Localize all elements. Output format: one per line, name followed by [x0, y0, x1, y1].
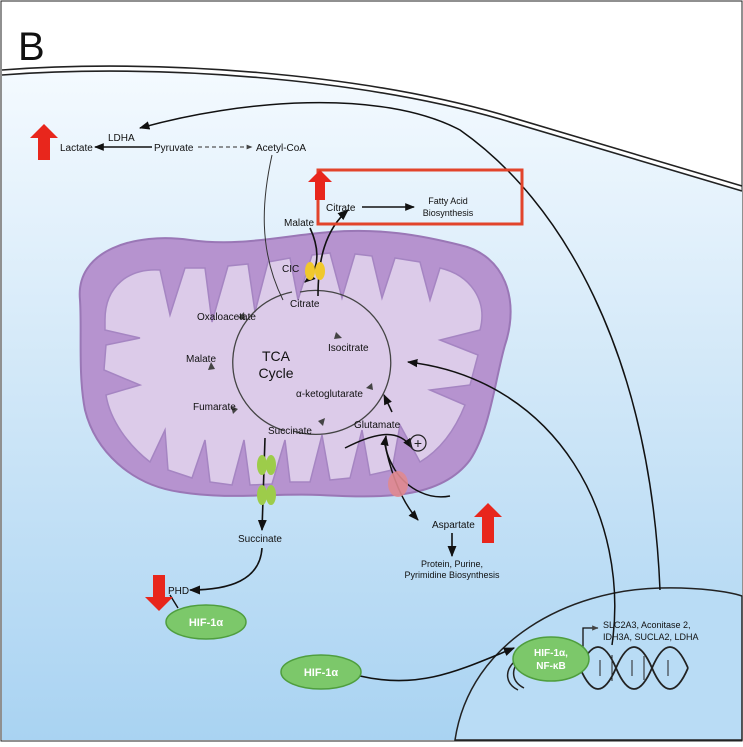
label-citrate-mitochondria: Citrate: [290, 299, 320, 310]
label-pyruvate: Pyruvate: [154, 143, 194, 154]
tca-cycle-arc-right: [292, 289, 392, 436]
label-genes-line1: SLC2A3, Aconitase 2,: [603, 620, 691, 630]
cell-membrane-outer: [1, 65, 743, 187]
label-fatty-acid-line2: Biosynthesis: [423, 208, 474, 218]
tca-cycle-arc-left: [232, 291, 293, 432]
label-lactate: Lactate: [60, 143, 93, 154]
cell-membrane-inner: [1, 70, 743, 192]
aspartate-transporter: [388, 471, 408, 497]
label-oxaloacetate: Oxaloacetate: [197, 312, 256, 323]
label-isocitrate: Isocitrate: [328, 343, 369, 354]
red-up-arrow-icon: [30, 124, 58, 160]
dna-helix-icon: [579, 646, 689, 690]
label-glutamate: Glutamate: [354, 420, 401, 431]
label-tca-line1: TCA: [262, 348, 291, 364]
label-genes-line2: IDH3A, SUCLA2, LDHA: [603, 632, 699, 642]
label-succinate-mitochondria: Succinate: [268, 426, 312, 437]
red-up-arrow-icon: [308, 170, 332, 200]
nucleus: [454, 587, 743, 741]
label-fumarate: Fumarate: [193, 402, 236, 413]
hif1a-cytoplasm-node: [165, 604, 247, 640]
red-up-arrow-icon: [474, 503, 502, 543]
label-hif1a-cytoplasm: HIF-1α: [189, 617, 224, 629]
label-ldha: LDHA: [108, 133, 135, 144]
mitochondrion-inner-membrane: [103, 252, 483, 486]
label-malate-mitochondria: Malate: [186, 354, 216, 365]
label-hif-nfkb-line2: NF-κB: [536, 661, 565, 672]
red-down-arrow-icon: [145, 575, 173, 611]
hif1a-lower-node: [280, 654, 362, 690]
cic-transporter: [305, 262, 325, 280]
panel-letter: B: [18, 25, 45, 69]
label-succinate-cytoplasm: Succinate: [238, 534, 282, 545]
label-fatty-acid-line1: Fatty Acid: [428, 196, 468, 206]
label-phd: PHD: [168, 586, 189, 597]
label-aspartate: Aspartate: [432, 520, 475, 531]
label-biosynthesis-line2: Pyrimidine Biosynthesis: [404, 570, 500, 580]
plus-sign: +: [414, 435, 422, 451]
plus-circle: [409, 434, 427, 452]
label-hif1a-lower: HIF-1α: [304, 667, 339, 679]
succinate-transporter: [257, 455, 276, 505]
label-acetyl-coa: Acetyl-CoA: [256, 143, 306, 154]
label-malate-cytoplasm: Malate: [284, 218, 314, 229]
label-cic: CIC: [282, 264, 299, 275]
hif-nfkb-node: [512, 636, 590, 682]
label-hif-nfkb-line1: HIF-1α,: [534, 648, 568, 659]
label-citrate-cytoplasm: Citrate: [326, 203, 356, 214]
label-tca-line2: Cycle: [258, 365, 293, 381]
label-alpha-ketoglutarate: α-ketoglutarate: [296, 389, 363, 400]
label-biosynthesis-line1: Protein, Purine,: [421, 559, 483, 569]
